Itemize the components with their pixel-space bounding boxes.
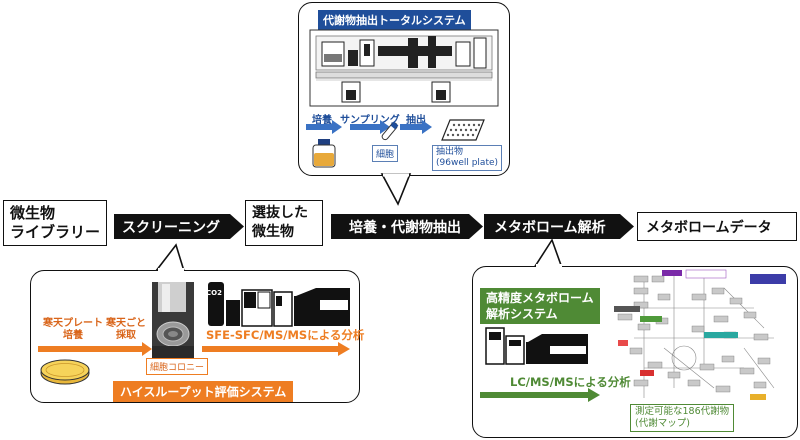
right-panel-tail-cover: [536, 264, 562, 269]
agar-culture-label: 寒天プレート 培養: [43, 318, 103, 341]
left-process-arrows: [38, 342, 350, 356]
lc-ms-arrow: [480, 388, 600, 402]
screening-step-arrow: スクリーニング: [114, 214, 244, 239]
culture-extraction-step-arrow: 培養・代謝物抽出: [331, 214, 483, 239]
lc-ms-method-label: LC/MS/MSによる分析: [510, 375, 631, 389]
culture-bottle-icon: [312, 139, 336, 168]
selected-microbes-box: 選抜した 微生物: [245, 200, 323, 246]
high-throughput-panel: [30, 270, 360, 403]
metabolome-analysis-step-arrow: メタボローム解析: [484, 214, 634, 239]
microbe-library-box: 微生物 ライブラリー: [3, 200, 107, 246]
metabolic-map-illustration: [614, 269, 786, 400]
lc-ms-instrument-illustration: [485, 327, 588, 365]
step-extract-label: 抽出: [406, 115, 426, 126]
cells-label: 細胞: [372, 145, 399, 162]
hp-metabolome-system-title: 高精度メタボローム 解析システム: [480, 288, 600, 324]
step-culture-label: 培養: [312, 115, 332, 126]
co2-label: CO2: [206, 289, 222, 297]
petri-dish-icon: [40, 359, 90, 385]
agar-collect-label: 寒天ごと 採取: [106, 318, 146, 341]
sfe-sfc-method-label: SFE-SFC/MS/MSによる分析: [206, 328, 365, 342]
high-throughput-system-title: ハイスループット評価システム: [113, 381, 294, 402]
top-panel-tail: [380, 173, 412, 206]
top-process-arrows: [306, 120, 432, 134]
extraction-system-title: 代謝物抽出トータルシステム: [318, 10, 471, 30]
sampling-tube-icon: [381, 121, 399, 141]
well-plate-icon: [441, 119, 485, 141]
left-panel-tail-cover: [158, 268, 184, 273]
sfe-sfc-instrument-illustration: [208, 282, 350, 327]
metabolome-data-box: メタボロームデータ: [637, 212, 797, 241]
extraction-machine-illustration: [309, 29, 499, 107]
metabolic-map-caption: 測定可能な186代謝物 (代謝マップ): [630, 404, 735, 432]
cell-colony-label: 細胞コロニー: [146, 358, 209, 375]
extract-label: 抽出物 (96well plate): [432, 145, 503, 171]
colony-photo: [152, 282, 194, 358]
step-sampling-label: サンプリング: [340, 115, 400, 126]
